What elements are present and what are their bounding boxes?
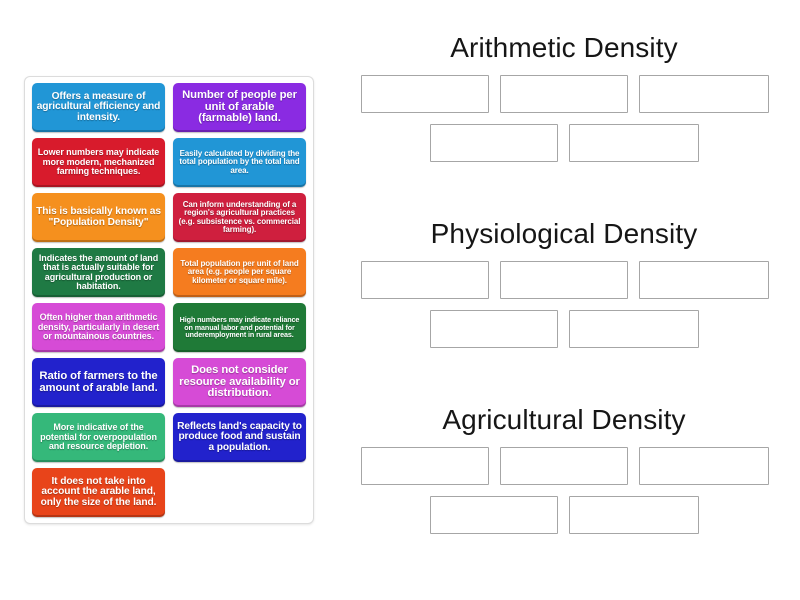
drop-slot-row: [340, 447, 788, 486]
answer-tile-label: Does not consider resource availability …: [179, 363, 300, 400]
answer-tile[interactable]: Does not consider resource availability …: [173, 358, 306, 407]
answer-tile[interactable]: Reflects land's capacity to produce food…: [173, 413, 306, 462]
answer-tile-label: More indicative of the potential for ove…: [40, 422, 157, 452]
answer-tile-label: Number of people per unit of arable (far…: [182, 88, 297, 125]
drop-slot[interactable]: [429, 496, 558, 535]
drop-slot[interactable]: [360, 261, 489, 300]
drop-slot-row: [340, 75, 788, 114]
drop-slot[interactable]: [568, 310, 699, 349]
drop-slot[interactable]: [360, 447, 489, 486]
drop-slot-row: [340, 124, 788, 163]
answer-tile[interactable]: Offers a measure of agricultural efficie…: [32, 83, 165, 132]
answer-tile[interactable]: It does not take into account the arable…: [32, 468, 165, 517]
drop-slot[interactable]: [360, 75, 489, 114]
answer-tile-label: Easily calculated by dividing the total …: [179, 149, 300, 175]
answer-tile[interactable]: This is basically known as "Population D…: [32, 193, 165, 242]
answer-tile[interactable]: Often higher than arithmetic density, pa…: [32, 303, 165, 352]
answer-tile[interactable]: Total population per unit of land area (…: [173, 248, 306, 297]
answer-tile-label: High numbers may indicate reliance on ma…: [179, 315, 300, 340]
drop-slot[interactable]: [638, 261, 769, 300]
answer-tile[interactable]: Number of people per unit of arable (far…: [173, 83, 306, 132]
category-arithmetic-density: Arithmetic Density: [340, 22, 788, 208]
answer-tile[interactable]: Ratio of farmers to the amount of arable…: [32, 358, 165, 407]
answer-tile[interactable]: Lower numbers may indicate more modern, …: [32, 138, 165, 187]
answer-tile[interactable]: Indicates the amount of land that is act…: [32, 248, 165, 297]
answer-tile-label: This is basically known as "Population D…: [36, 205, 161, 228]
drop-slot-row: [340, 261, 788, 300]
answer-tile[interactable]: High numbers may indicate reliance on ma…: [173, 303, 306, 352]
answer-tile-label: Can inform understanding of a region's a…: [178, 199, 301, 234]
drop-slot[interactable]: [429, 310, 558, 349]
answer-tile-label: Total population per unit of land area (…: [180, 259, 299, 285]
answer-tile-label: Reflects land's capacity to produce food…: [177, 420, 302, 453]
drop-slot[interactable]: [638, 75, 769, 114]
drop-slot[interactable]: [429, 124, 558, 163]
tile-bank: Offers a measure of agricultural efficie…: [24, 76, 314, 524]
drop-slot[interactable]: [638, 447, 769, 486]
answer-tile-label: Offers a measure of agricultural efficie…: [36, 90, 161, 123]
answer-tile[interactable]: Can inform understanding of a region's a…: [173, 193, 306, 242]
category-agricultural-density: Agricultural Density: [340, 394, 788, 580]
drop-slot[interactable]: [499, 261, 628, 300]
tile-grid: Offers a measure of agricultural efficie…: [32, 83, 306, 517]
answer-tile-label: It does not take into account the arable…: [40, 475, 157, 508]
answer-tile-label: Ratio of farmers to the amount of arable…: [39, 369, 158, 394]
category-physiological-density: Physiological Density: [340, 208, 788, 394]
answer-tile[interactable]: More indicative of the potential for ove…: [32, 413, 165, 462]
drop-slot-row: [340, 496, 788, 535]
category-title: Physiological Density: [430, 218, 698, 249]
answer-tile-label: Indicates the amount of land that is act…: [38, 252, 159, 291]
answer-tile-label: Often higher than arithmetic density, pa…: [37, 312, 160, 342]
category-title: Agricultural Density: [442, 404, 686, 435]
drop-slot[interactable]: [499, 75, 628, 114]
drop-slot-row: [340, 310, 788, 349]
category-title: Arithmetic Density: [450, 32, 678, 63]
answer-tile[interactable]: Easily calculated by dividing the total …: [173, 138, 306, 187]
drop-slot[interactable]: [568, 496, 699, 535]
drop-slot[interactable]: [568, 124, 699, 163]
answer-tile-label: Lower numbers may indicate more modern, …: [37, 147, 160, 177]
drop-slot[interactable]: [499, 447, 628, 486]
